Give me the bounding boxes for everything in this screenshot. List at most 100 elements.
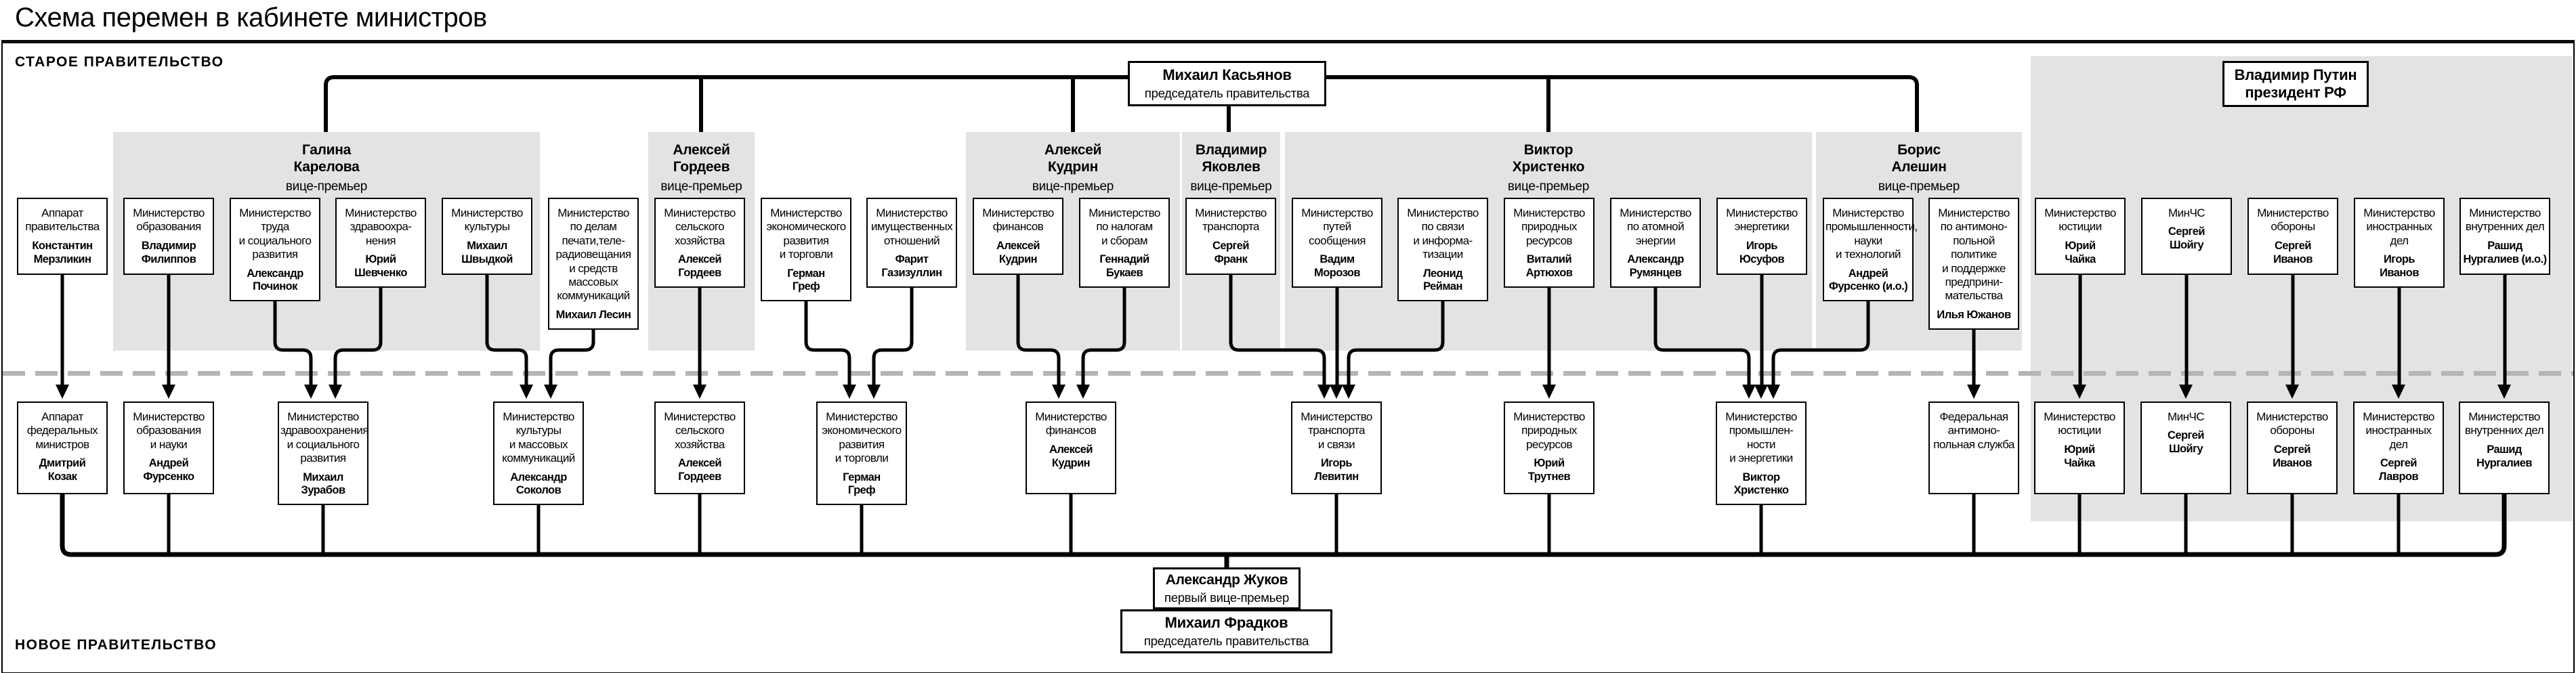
minister-name: Игорь Юсуфов <box>1739 239 1785 265</box>
old-ministry-box: Министерство по антимоно- польной полити… <box>1928 198 2019 330</box>
minister-name: Михаил Швыдкой <box>461 239 513 265</box>
minister-name: Владимир Филиппов <box>141 239 196 265</box>
ministry-label: Министерство по делам печати,теле- радио… <box>555 207 631 303</box>
vice-premier-role: вице-премьер <box>1878 179 1960 194</box>
minister-name: Игорь Левитин <box>1314 457 1359 483</box>
minister-name: Юрий Чайка <box>2065 239 2096 265</box>
old-premier-role: председатель правительства <box>1144 86 1310 100</box>
president-name: Владимир Путин <box>2234 66 2357 83</box>
minister-name: Виталий Артюхов <box>1525 253 1573 279</box>
first-vice-premier-box: Александр Жуков первый вице-премьер <box>1153 567 1301 609</box>
new-government-label: НОВОЕ ПРАВИТЕЛЬСТВО <box>15 637 217 653</box>
minister-name: Виктор Христенко <box>1733 471 1789 497</box>
ministry-label: Министерство культуры <box>451 207 523 234</box>
minister-name: Сергей Шойгу <box>2167 429 2205 456</box>
ministry-label: Министерство внутренних дел <box>2464 410 2544 437</box>
ministry-label: Министерство культуры и массовых коммуни… <box>502 410 575 465</box>
old-government-label: СТАРОЕ ПРАВИТЕЛЬСТВО <box>15 54 224 70</box>
ministry-label: Министерство юстиции <box>2044 410 2115 437</box>
page-title: Схема перемен в кабинете министров <box>15 3 487 32</box>
minister-name: Сергей Лавров <box>2378 457 2419 483</box>
vice-premier-name: Владимир Яковлев <box>1195 142 1267 175</box>
ministry-label: Министерство иностранных дел <box>2363 207 2435 247</box>
ministry-label: Министерство сельского хозяйства <box>664 207 736 247</box>
minister-name: Александр Соколов <box>510 471 567 497</box>
first-vice-premier-name: Александр Жуков <box>1165 571 1288 588</box>
new-ministry-box: Федеральная антимоно- польная служба <box>1928 401 2019 494</box>
ministry-label: Министерство путей сообщения <box>1301 207 1373 247</box>
minister-name: Сергей Иванов <box>2273 443 2312 469</box>
president-box: Владимир Путин президент РФ <box>2222 61 2369 107</box>
minister-name: Сергей Шойгу <box>2168 225 2205 252</box>
ministry-label: Министерство образования и науки <box>133 410 205 451</box>
ministry-label: Аппарат федеральных министров <box>26 410 98 451</box>
old-ministry-box: Министерство труда и социального развити… <box>230 198 320 302</box>
vice-premier-role: вице-премьер <box>660 179 742 194</box>
new-premier-role: председатель правительства <box>1143 634 1309 648</box>
vice-premier-role: вице-премьер <box>1507 179 1590 194</box>
vice-premier-role: вице-премьер <box>1190 179 1272 194</box>
president-role: президент РФ <box>2245 84 2346 101</box>
ministry-label: Министерство образования <box>133 207 205 234</box>
ministry-label: Аппарат правительства <box>25 207 100 234</box>
vice-premier-name: Алексей Гордеев <box>673 142 730 175</box>
old-ministry-box: Министерство промышленности, науки и тех… <box>1823 198 1918 302</box>
first-vice-premier-role: первый вице-премьер <box>1164 590 1290 605</box>
minister-name: Юрий Трутнев <box>1527 457 1571 483</box>
ministry-label: Министерство финансов <box>1035 410 1107 437</box>
minister-name: Андрей Фурсенко (и.о.) <box>1828 267 1908 293</box>
minister-name: Алексей Гордеев <box>677 457 722 483</box>
minister-name: Михаил Зурабов <box>301 471 345 497</box>
minister-name: Леонид Рейман <box>1422 267 1463 293</box>
minister-name: Алексей Кудрин <box>996 239 1040 265</box>
old-ministry-box: Министерство по делам печати,теле- радио… <box>548 198 639 330</box>
old-ministry-box: Министерство по связи и информа- тизации… <box>1397 198 1488 302</box>
new-premier-box: Михаил Фрадков председатель правительств… <box>1120 609 1332 653</box>
minister-name: Вадим Морозов <box>1314 253 1360 279</box>
minister-name: Дмитрий Козак <box>39 457 86 483</box>
vice-premier-name: Борис Алешин <box>1891 142 1947 175</box>
ministry-label: Министерство по налогам и сборам <box>1089 207 1160 247</box>
ministry-label: Министерство иностранных дел <box>2363 410 2434 451</box>
ministry-label: Министерство обороны <box>2256 410 2328 437</box>
ministry-label: Министерство юстиции <box>2044 207 2116 234</box>
ministry-label: Министерство природных ресурсов <box>1513 410 1585 451</box>
new-ministry-box: Министерство промышлен- ности и энергети… <box>1716 401 1807 506</box>
minister-name: Александр Румянцев <box>1627 253 1684 279</box>
minister-name: Герман Греф <box>787 267 825 293</box>
minister-name: Алексей Гордеев <box>677 253 722 279</box>
new-ministry-box: Министерство экономического развития и т… <box>816 401 907 506</box>
minister-name: Юрий Шевченко <box>354 253 407 279</box>
ministry-label: Министерство здравоохранения и социально… <box>280 410 368 465</box>
ministry-label: Министерство природных ресурсов <box>1513 207 1585 247</box>
old-new-divider-dashed-line <box>3 371 2573 376</box>
vice-premier-name: Галина Карелова <box>293 142 360 175</box>
ministry-label: Министерство сельского хозяйства <box>664 410 736 451</box>
ministry-label: Министерство по антимоно- польной полити… <box>1938 207 2010 303</box>
old-ministry-box: Министерство экономического развития и т… <box>761 198 851 302</box>
minister-name: Рашид Нургалиев <box>2476 443 2533 469</box>
vice-premier-name: Алексей Кудрин <box>1044 142 1102 175</box>
new-ministry-box: Министерство здравоохранения и социально… <box>278 401 368 506</box>
